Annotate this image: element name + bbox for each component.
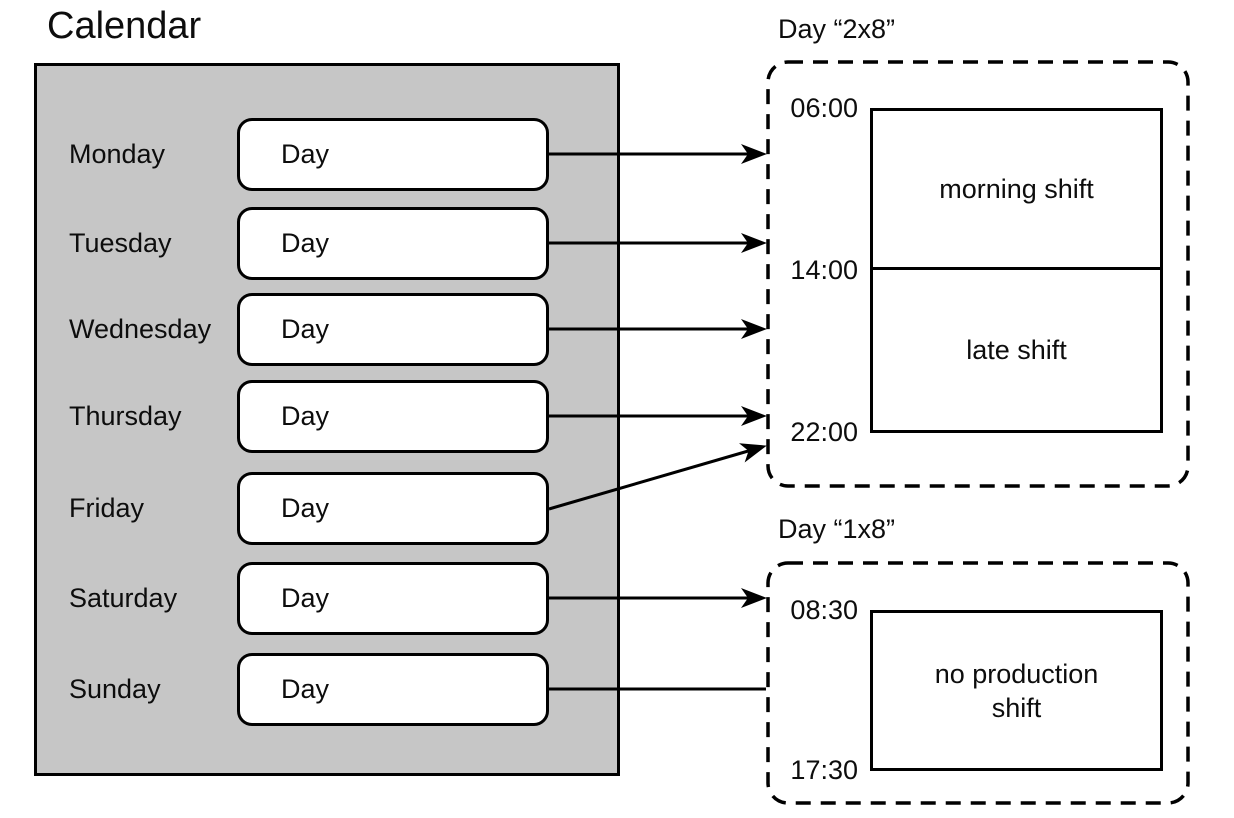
late-shift-label: late shift xyxy=(966,334,1067,365)
day-box-label: Day xyxy=(281,314,330,344)
day-box-label: Day xyxy=(281,674,330,704)
day-box-label: Day xyxy=(281,401,330,431)
day-label-sunday: Sunday xyxy=(69,674,161,704)
day-box-label: Day xyxy=(281,139,330,169)
time-label-0830: 08:30 xyxy=(790,595,858,625)
shift-schedule-2x8: morning shift late shift xyxy=(870,108,1163,433)
panel-title-2x8: Day “2x8” xyxy=(778,14,896,44)
panel-title-1x8: Day “1x8” xyxy=(778,514,896,544)
day-box-tuesday: Day xyxy=(237,207,549,280)
day-box-monday: Day xyxy=(237,118,549,191)
shift-schedule-1x8: no production shift xyxy=(870,610,1163,771)
day-label-friday: Friday xyxy=(69,493,145,523)
morning-shift-label: morning shift xyxy=(939,173,1094,204)
day-box-label: Day xyxy=(281,493,330,523)
day-box-wednesday: Day xyxy=(237,293,549,366)
day-box-label: Day xyxy=(281,583,330,613)
diagram-title: Calendar xyxy=(47,5,202,47)
day-box-thursday: Day xyxy=(237,380,549,453)
time-label-1730: 17:30 xyxy=(790,755,858,785)
day-label-monday: Monday xyxy=(69,139,166,169)
no-production-shift-label: no production shift xyxy=(934,658,1099,723)
time-label-2200: 22:00 xyxy=(790,417,858,447)
day-box-label: Day xyxy=(281,228,330,258)
late-shift-block: late shift xyxy=(873,270,1160,430)
time-label-0600: 06:00 xyxy=(790,93,858,123)
day-box-saturday: Day xyxy=(237,562,549,635)
day-box-sunday: Day xyxy=(237,653,549,726)
day-label-wednesday: Wednesday xyxy=(69,314,212,344)
day-label-saturday: Saturday xyxy=(69,583,178,613)
day-label-thursday: Thursday xyxy=(69,401,182,431)
day-box-friday: Day xyxy=(237,472,549,545)
time-label-1400: 14:00 xyxy=(790,255,858,285)
morning-shift-block: morning shift xyxy=(873,111,1160,270)
day-label-tuesday: Tuesday xyxy=(69,228,172,258)
